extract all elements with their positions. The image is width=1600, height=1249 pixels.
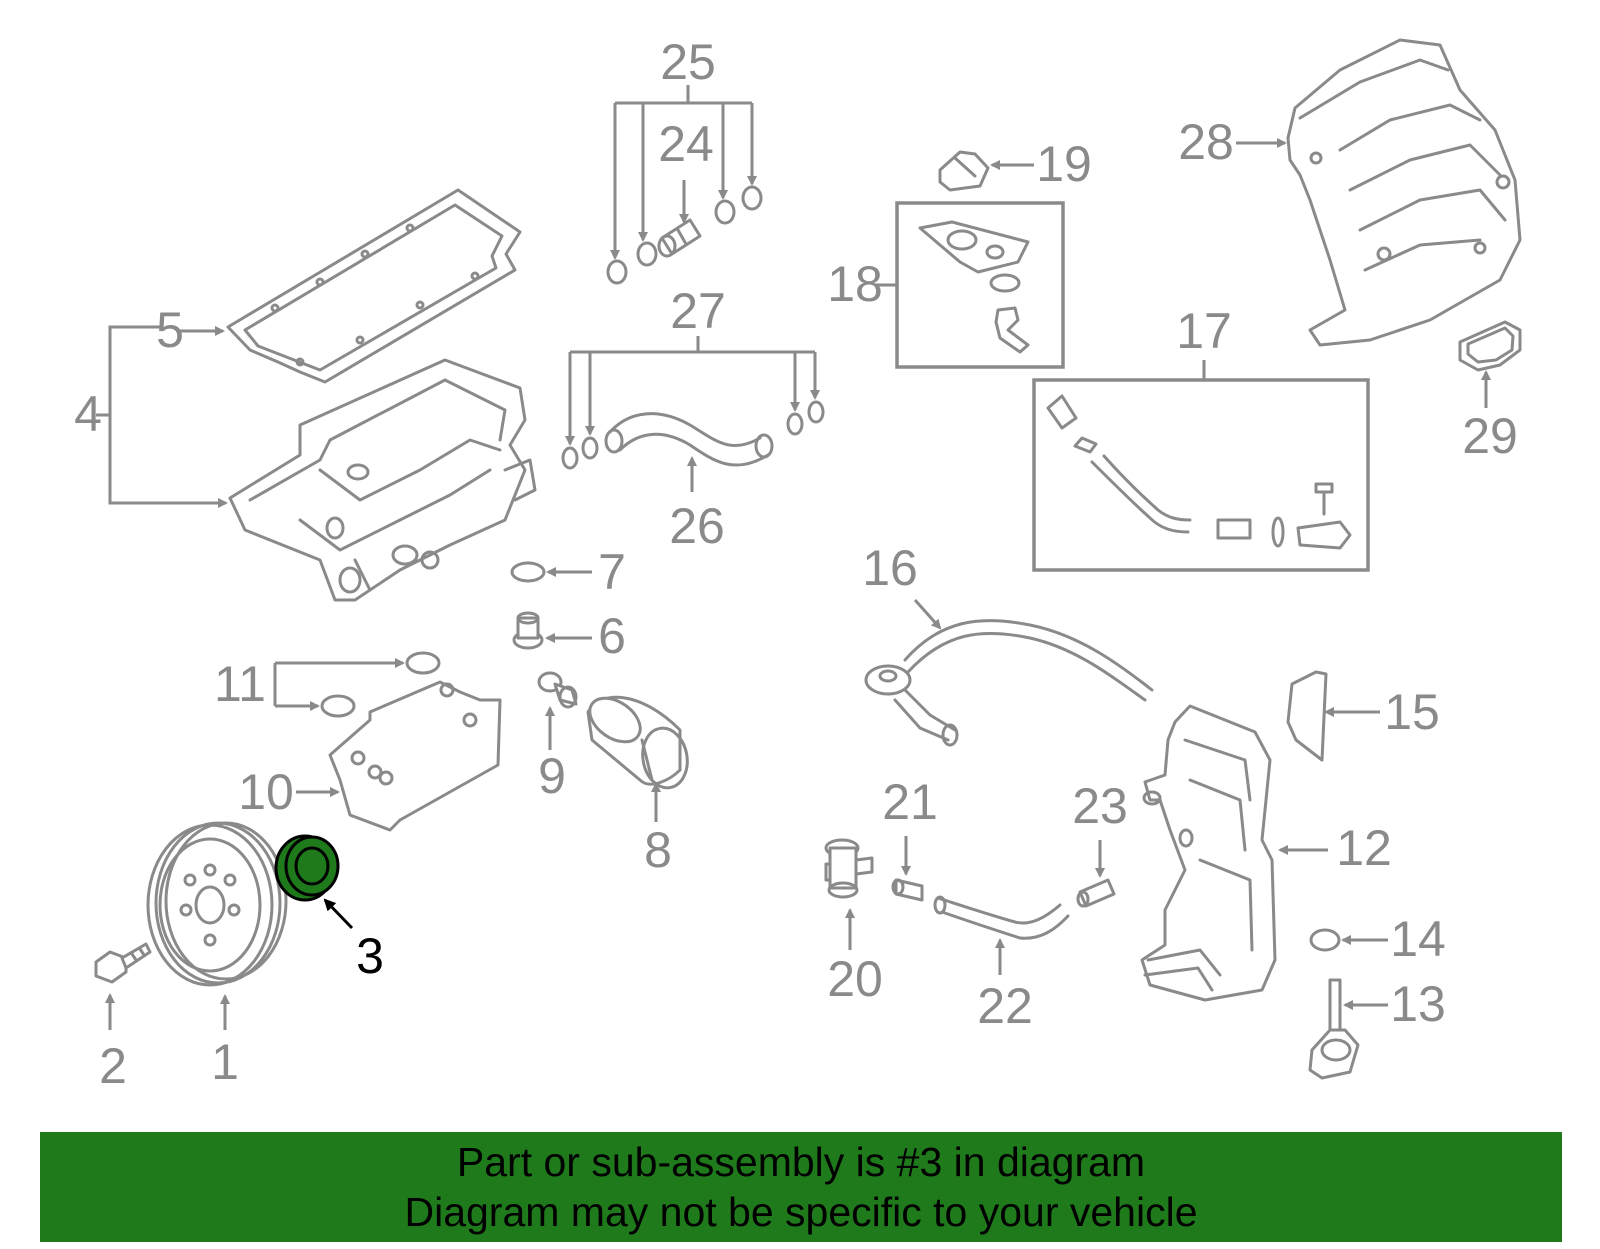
seal-part-3-highlighted[interactable] [274,834,340,902]
valve-part-20[interactable] [824,838,874,899]
drain-plug-part-6[interactable] [512,611,544,650]
callout-23: 23 [1072,778,1128,834]
banner-line-1: Part or sub-assembly is #3 in diagram [456,1139,1146,1185]
callout-26: 26 [669,498,725,554]
callout-7: 7 [598,544,626,600]
shield-part-15[interactable] [1286,670,1328,762]
callout-2: 2 [99,1038,127,1094]
hose-part-26[interactable] [604,412,774,467]
oil-filter-part-8[interactable] [582,689,692,791]
callout-5: 5 [156,302,184,358]
callout-15: 15 [1384,684,1440,740]
bolt-part-2[interactable] [94,942,152,984]
oil-pan-part-4[interactable] [228,358,537,602]
callout-1: 1 [211,1034,239,1090]
gasket-part-29[interactable] [1458,320,1522,372]
leader-16 [913,599,942,630]
dipstick-tube-part-16[interactable] [864,619,1154,747]
callout-6: 6 [598,608,626,664]
o-ring-part-7[interactable] [510,561,546,583]
hose-kit-part-17 [1046,394,1352,550]
tube-part-24[interactable] [657,218,702,258]
callout-18: 18 [827,256,883,312]
kit-box-part-17[interactable] [1032,378,1370,572]
plug-part-9[interactable] [537,671,578,709]
oil-level-sensor-part-13[interactable] [1308,978,1360,1080]
intake-manifold-part-28[interactable] [1286,38,1522,347]
callout-10: 10 [238,764,294,820]
callout-11: 11 [214,656,266,712]
callout-21: 21 [882,774,938,830]
callout-12: 12 [1336,820,1392,876]
oil-separator-part-12[interactable] [1140,704,1277,1002]
callout-3: 3 [356,928,384,984]
callout-4: 4 [74,386,102,442]
callout-14: 14 [1390,911,1446,967]
callout-19: 19 [1036,136,1092,192]
callout-9: 9 [538,748,566,804]
o-rings-part-25[interactable] [606,185,763,285]
callout-22: 22 [977,978,1033,1034]
leader-3 [323,898,354,930]
info-banner: Part or sub-assembly is #3 in diagram Di… [40,1132,1562,1242]
pulley-part-1[interactable] [146,821,288,987]
o-rings-part-27[interactable] [561,400,825,470]
oil-cooler-part-10[interactable] [328,680,502,832]
hose-part-23[interactable] [1076,878,1116,908]
callout-16: 16 [862,540,918,596]
callout-8: 8 [644,822,672,878]
hose-part-22[interactable] [933,895,1070,940]
callout-13: 13 [1390,976,1446,1032]
callout-20: 20 [827,951,883,1007]
hose-part-21[interactable] [891,878,924,902]
callout-24: 24 [658,116,714,172]
seals-part-11[interactable] [320,651,441,718]
callout-27: 27 [670,283,726,339]
callout-25: 25 [660,34,716,90]
filler-neck-part-18 [918,220,1030,354]
callout-29: 29 [1462,408,1518,464]
callout-28: 28 [1178,114,1234,170]
oil-pan-gasket-part-5[interactable] [226,188,522,384]
banner-line-2: Diagram may not be specific to your vehi… [404,1189,1198,1235]
callout-17: 17 [1176,303,1232,359]
cap-part-19[interactable] [938,150,990,192]
o-ring-part-14[interactable] [1309,928,1341,952]
